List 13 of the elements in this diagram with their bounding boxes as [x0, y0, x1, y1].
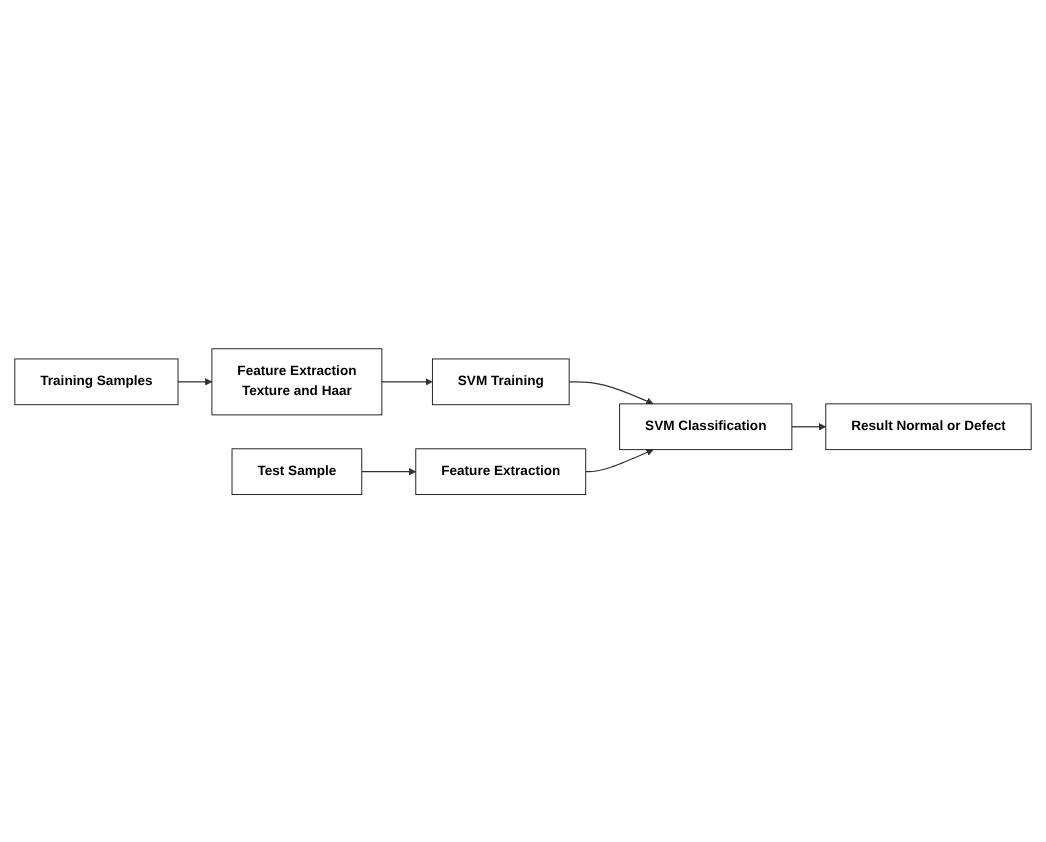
arrow	[791, 422, 827, 430]
node-box	[825, 402, 1032, 450]
arrow	[381, 377, 433, 385]
node-box	[619, 402, 793, 450]
node-box	[14, 357, 179, 405]
arrow	[361, 467, 417, 475]
node-box	[415, 447, 587, 495]
node-box	[211, 347, 383, 415]
arrow	[177, 377, 213, 385]
arrow	[568, 380, 654, 404]
arrow	[585, 448, 654, 472]
node-box	[431, 357, 570, 405]
node-box	[231, 447, 363, 495]
